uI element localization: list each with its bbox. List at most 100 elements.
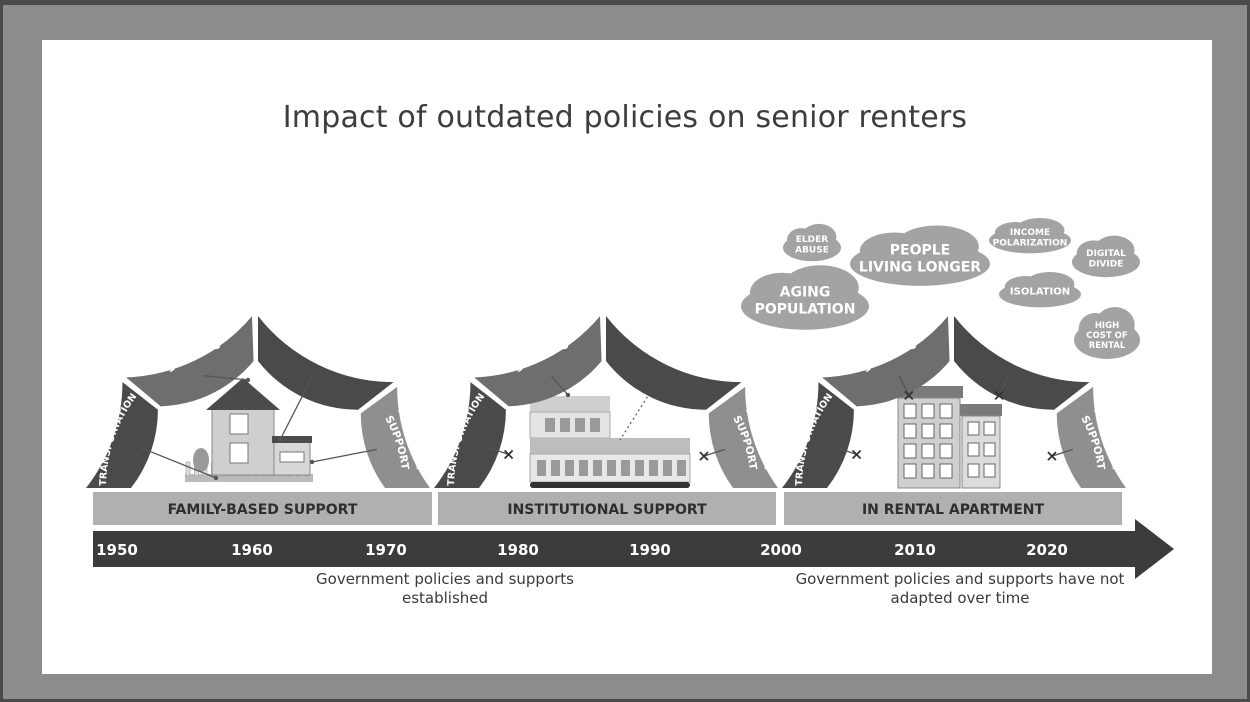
window [939,443,953,459]
window [983,442,996,457]
window [903,403,917,419]
cloud-label: POLARIZATION [993,239,1068,249]
window [967,421,980,436]
timeline-year: 1950 [96,541,138,559]
era-bar [438,492,776,525]
window [663,460,672,476]
foundation [530,482,690,488]
timeline-year: 2020 [1026,541,1068,559]
cloud-label: ABUSE [795,246,829,256]
window [551,460,560,476]
broken-connector [703,448,726,457]
annex-roof [272,436,312,443]
timeline-year: 2010 [894,541,936,559]
cloud-label: AGING [780,285,831,301]
era-label: FAMILY-BASED SUPPORT [168,502,358,518]
cross-icon [904,390,914,401]
support-connector [550,375,569,396]
house-icon [185,378,313,482]
cloud-label: COST OF [1086,331,1128,341]
connector-arrowhead [309,459,315,465]
support-connector [139,446,217,479]
cloud-label: PEOPLE [890,243,950,259]
fence [185,474,313,482]
window [921,463,935,479]
era-label: INSTITUTIONAL SUPPORT [507,502,707,518]
window [903,423,917,439]
window [229,442,249,464]
window [565,460,574,476]
connector-arrowhead [565,392,571,398]
window [677,460,686,476]
arc-segment [474,316,602,407]
wing-roof [960,404,1002,416]
cloud-label: DIGITAL [1086,249,1126,259]
timeline-year: 1960 [231,541,273,559]
timeline-year: 1970 [365,541,407,559]
cloud-isolation: ISOLATION [999,271,1081,308]
window [983,421,996,436]
timeline-arrow [93,519,1174,579]
arc-segment [360,386,430,488]
window [921,443,935,459]
caption-policies-established: Government policies and supports establi… [316,570,574,607]
window [921,403,935,419]
apartment-building-icon [895,386,1002,489]
window [939,463,953,479]
broken-connector [998,375,1010,396]
connector-arrowhead [245,377,251,383]
arc-segment [126,316,254,407]
broken-connector [487,446,509,456]
era-label: IN RENTAL APARTMENT [862,502,1045,518]
support-connector [279,375,314,441]
window [279,451,305,463]
cross-icon [699,451,709,461]
window [983,463,996,478]
timeline-year: 2000 [760,541,802,559]
institution-building-icon [529,396,691,488]
tree-icon [193,448,209,472]
broken-connector [898,375,910,396]
cloud-label: HIGH [1095,321,1119,331]
window [607,460,616,476]
window [545,418,555,432]
window [575,418,585,432]
support-connector [311,448,378,463]
cross-icon [994,390,1004,401]
window [967,463,980,478]
window [621,460,630,476]
window [967,442,980,457]
cloud-label: DIVIDE [1089,260,1124,270]
page-title: Impact of outdated policies on senior re… [282,100,968,135]
broken-connector [835,446,857,456]
window [635,460,644,476]
caption-policies-not-adapted: Government policies and supports have no… [795,570,1125,607]
arc-segment [708,386,778,488]
broken-connector [1051,448,1074,457]
timeline-year: 1980 [497,541,539,559]
era-bars: FAMILY-BASED SUPPORT INSTITUTIONAL SUPPOR… [93,492,1122,525]
window [593,460,602,476]
window [537,460,546,476]
window [939,403,953,419]
window [903,443,917,459]
arc-segment [434,382,506,488]
cloud-label: RENTAL [1089,341,1126,351]
cloud-label: INCOME [1010,228,1050,238]
cross-icon [503,449,514,460]
cloud-label: POPULATION [755,301,856,317]
window [939,423,953,439]
cross-icon [1047,451,1057,461]
arc-segment [782,382,854,488]
cloud-label: ELDER [796,235,829,245]
era-bar [93,492,432,525]
window [579,460,588,476]
